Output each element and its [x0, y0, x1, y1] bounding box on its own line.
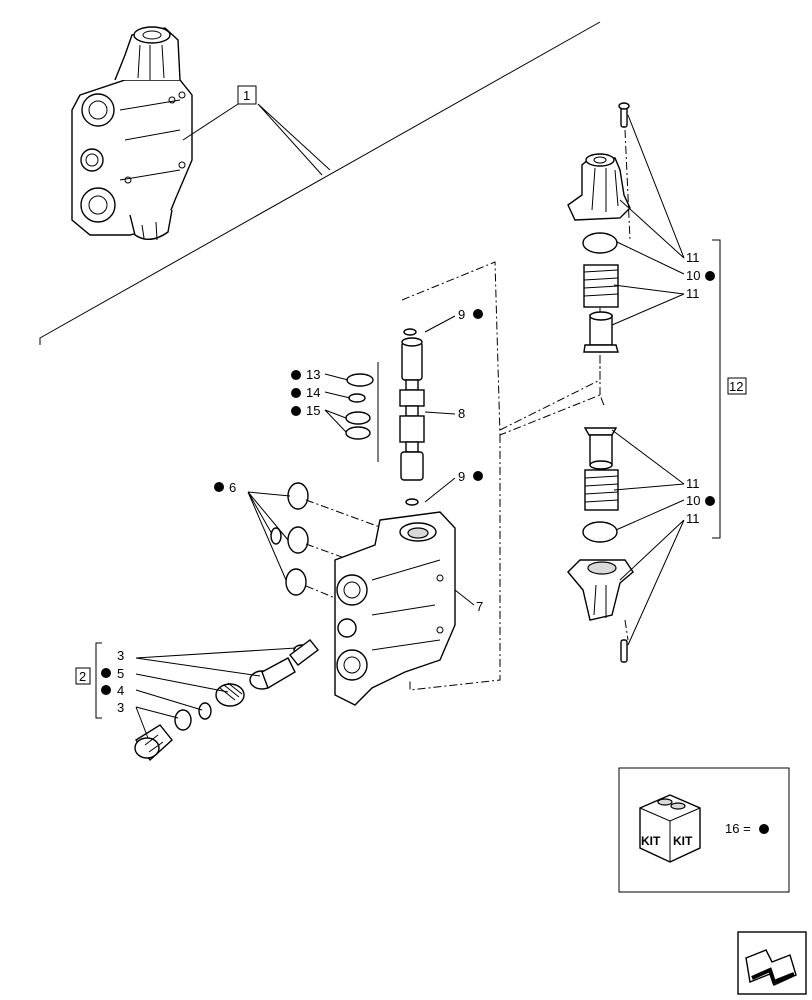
kit-box-icon: KIT KIT — [639, 794, 701, 863]
callout-3-upper: 3 — [117, 648, 124, 663]
callout-10-b: 10 — [686, 493, 700, 508]
o-ring-6a — [287, 482, 309, 510]
relief-valve-parts — [134, 639, 319, 762]
filled-circle-icon — [214, 482, 224, 492]
callout-13: 13 — [306, 367, 320, 382]
kit-12-bracket — [712, 239, 721, 539]
callout-2: 2 — [79, 669, 86, 684]
callout-box-2 — [75, 667, 91, 685]
callout-5: 5 — [117, 666, 124, 681]
callout-8: 8 — [458, 406, 465, 421]
callout-12: 12 — [729, 379, 743, 394]
callout-7: 7 — [476, 599, 483, 614]
leader-lines-1 — [182, 103, 331, 176]
callout-14: 14 — [306, 385, 320, 400]
kit-legend-text: 16 = — [725, 821, 751, 836]
o-ring-6b — [270, 527, 282, 545]
callout-4: 4 — [117, 683, 124, 698]
spool-8 — [399, 328, 425, 506]
section-divider-line — [39, 21, 601, 345]
callout-box-12 — [727, 377, 747, 395]
seal-13 — [346, 373, 374, 387]
callout-15: 15 — [306, 403, 320, 418]
filled-circle-icon — [291, 370, 301, 380]
valve-assembly-1 — [71, 26, 193, 241]
valve-body-7 — [334, 511, 456, 706]
callout-6: 6 — [229, 480, 236, 495]
callout-box-1 — [237, 85, 257, 105]
o-ring-6d — [285, 568, 307, 596]
seal-15b — [345, 426, 371, 440]
next-page-arrow-icon[interactable] — [737, 931, 807, 995]
kit-legend-box — [618, 767, 790, 893]
callout-11-c: 11 — [686, 476, 700, 491]
callout-9-lower: 9 — [458, 469, 465, 484]
callout-3-lower: 3 — [117, 700, 124, 715]
filled-circle-icon — [291, 388, 301, 398]
filled-circle-icon — [705, 271, 715, 281]
kit-label-left: KIT — [641, 834, 661, 848]
kit-label-right: KIT — [673, 834, 693, 848]
filled-circle-icon — [759, 824, 769, 834]
callout-11-d: 11 — [686, 511, 700, 526]
o-ring-6c — [287, 526, 309, 554]
callout-11-b: 11 — [686, 286, 700, 301]
filled-circle-icon — [705, 496, 715, 506]
callout-9-upper: 9 — [458, 307, 465, 322]
filled-circle-icon — [291, 406, 301, 416]
seal-14 — [348, 393, 366, 403]
cap-spring-upper — [567, 102, 631, 353]
kit-2-bracket — [95, 642, 102, 719]
filled-circle-icon — [101, 668, 111, 678]
seal-15a — [345, 411, 371, 425]
cap-spring-lower — [567, 427, 634, 663]
filled-circle-icon — [473, 309, 483, 319]
callout-10-a: 10 — [686, 268, 700, 283]
filled-circle-icon — [473, 471, 483, 481]
callout-11-a: 11 — [686, 250, 700, 265]
callout-1: 1 — [243, 88, 250, 103]
filled-circle-icon — [101, 685, 111, 695]
